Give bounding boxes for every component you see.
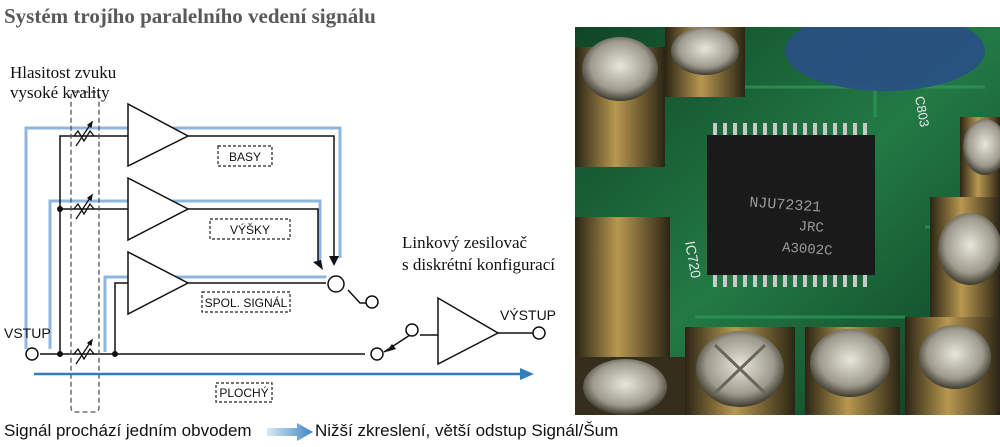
board-label: C803	[912, 95, 932, 128]
footer-right-text: Nižší zkreslení, větší odstup Signál/Šum	[315, 421, 619, 440]
chip-line1: NJU72321	[749, 195, 822, 217]
label-boxes	[201, 145, 291, 403]
amp-label-line2: s diskrétní konfigurací	[402, 255, 555, 274]
chip-line3: A3002C	[782, 240, 833, 259]
pcb-photo: NJU72321 JRC A3002C IC720 C803	[575, 27, 1000, 415]
chip-line2: JRC	[798, 219, 824, 237]
potentiometer-icons	[73, 120, 95, 365]
terminals	[25, 275, 546, 361]
quality-label-line2: vysoké kvality	[10, 83, 110, 102]
signal-path-diagram: Hlasitost zvuku vysoké kvality BASY VÝŠK…	[4, 63, 556, 413]
electrolytic-capacitors	[575, 27, 1000, 415]
amplifier-triangles	[127, 102, 500, 366]
label-vstup: VSTUP	[4, 325, 51, 341]
amp-label-line1: Linkový zesilovač	[402, 233, 528, 252]
label-spol-signal: SPOL. SIGNÁL	[205, 295, 288, 310]
ic-chip: NJU72321 JRC A3002C	[707, 123, 875, 287]
page-title: Systém trojího paralelního vedení signál…	[4, 4, 376, 28]
label-basy: BASY	[229, 150, 261, 164]
label-vysky: VÝŠKY	[230, 222, 270, 237]
footer-left-text: Signál prochází jedním obvodem	[4, 421, 252, 440]
label-plochy: PLOCHÝ	[219, 385, 268, 400]
signal-highlight-paths	[24, 126, 342, 352]
flat-path-arrow	[34, 368, 534, 380]
label-vystup: VÝSTUP	[500, 307, 556, 323]
ic-label: IC720	[682, 240, 704, 280]
quality-volume-box	[70, 91, 100, 413]
junction-dots	[57, 206, 118, 357]
quality-label-line1: Hlasitost zvuku	[10, 63, 117, 82]
arrow-right-icon	[267, 423, 313, 441]
mixer-arrows	[313, 256, 396, 352]
